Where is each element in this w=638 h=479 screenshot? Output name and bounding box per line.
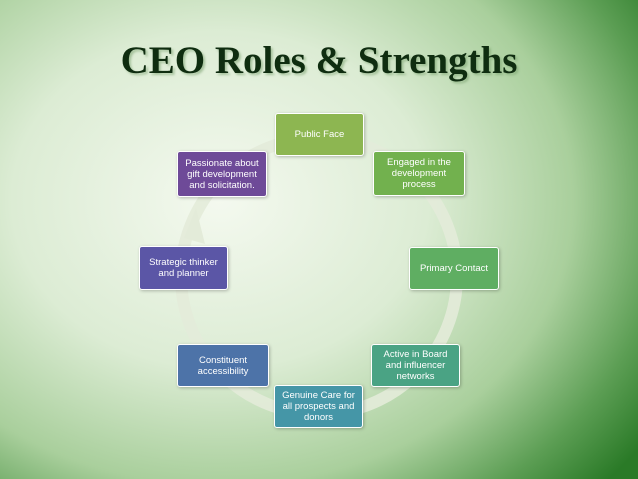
node-public-face: Public Face (275, 113, 364, 156)
node-engaged-in-development: Engaged in the development process (373, 151, 465, 196)
node-primary-contact: Primary Contact (409, 247, 499, 290)
slide-title: CEO Roles & Strengths (120, 39, 518, 82)
node-passionate-about-gifts: Passionate about gift development and so… (177, 151, 267, 197)
node-strategic-thinker: Strategic thinker and planner (139, 246, 228, 290)
node-genuine-care: Genuine Care for all prospects and donor… (274, 385, 363, 428)
cycle-arrowhead (184, 208, 205, 244)
node-constituent-accessibility: Constituent accessibility (177, 344, 269, 387)
node-active-in-board: Active in Board and influencer networks (371, 344, 460, 387)
